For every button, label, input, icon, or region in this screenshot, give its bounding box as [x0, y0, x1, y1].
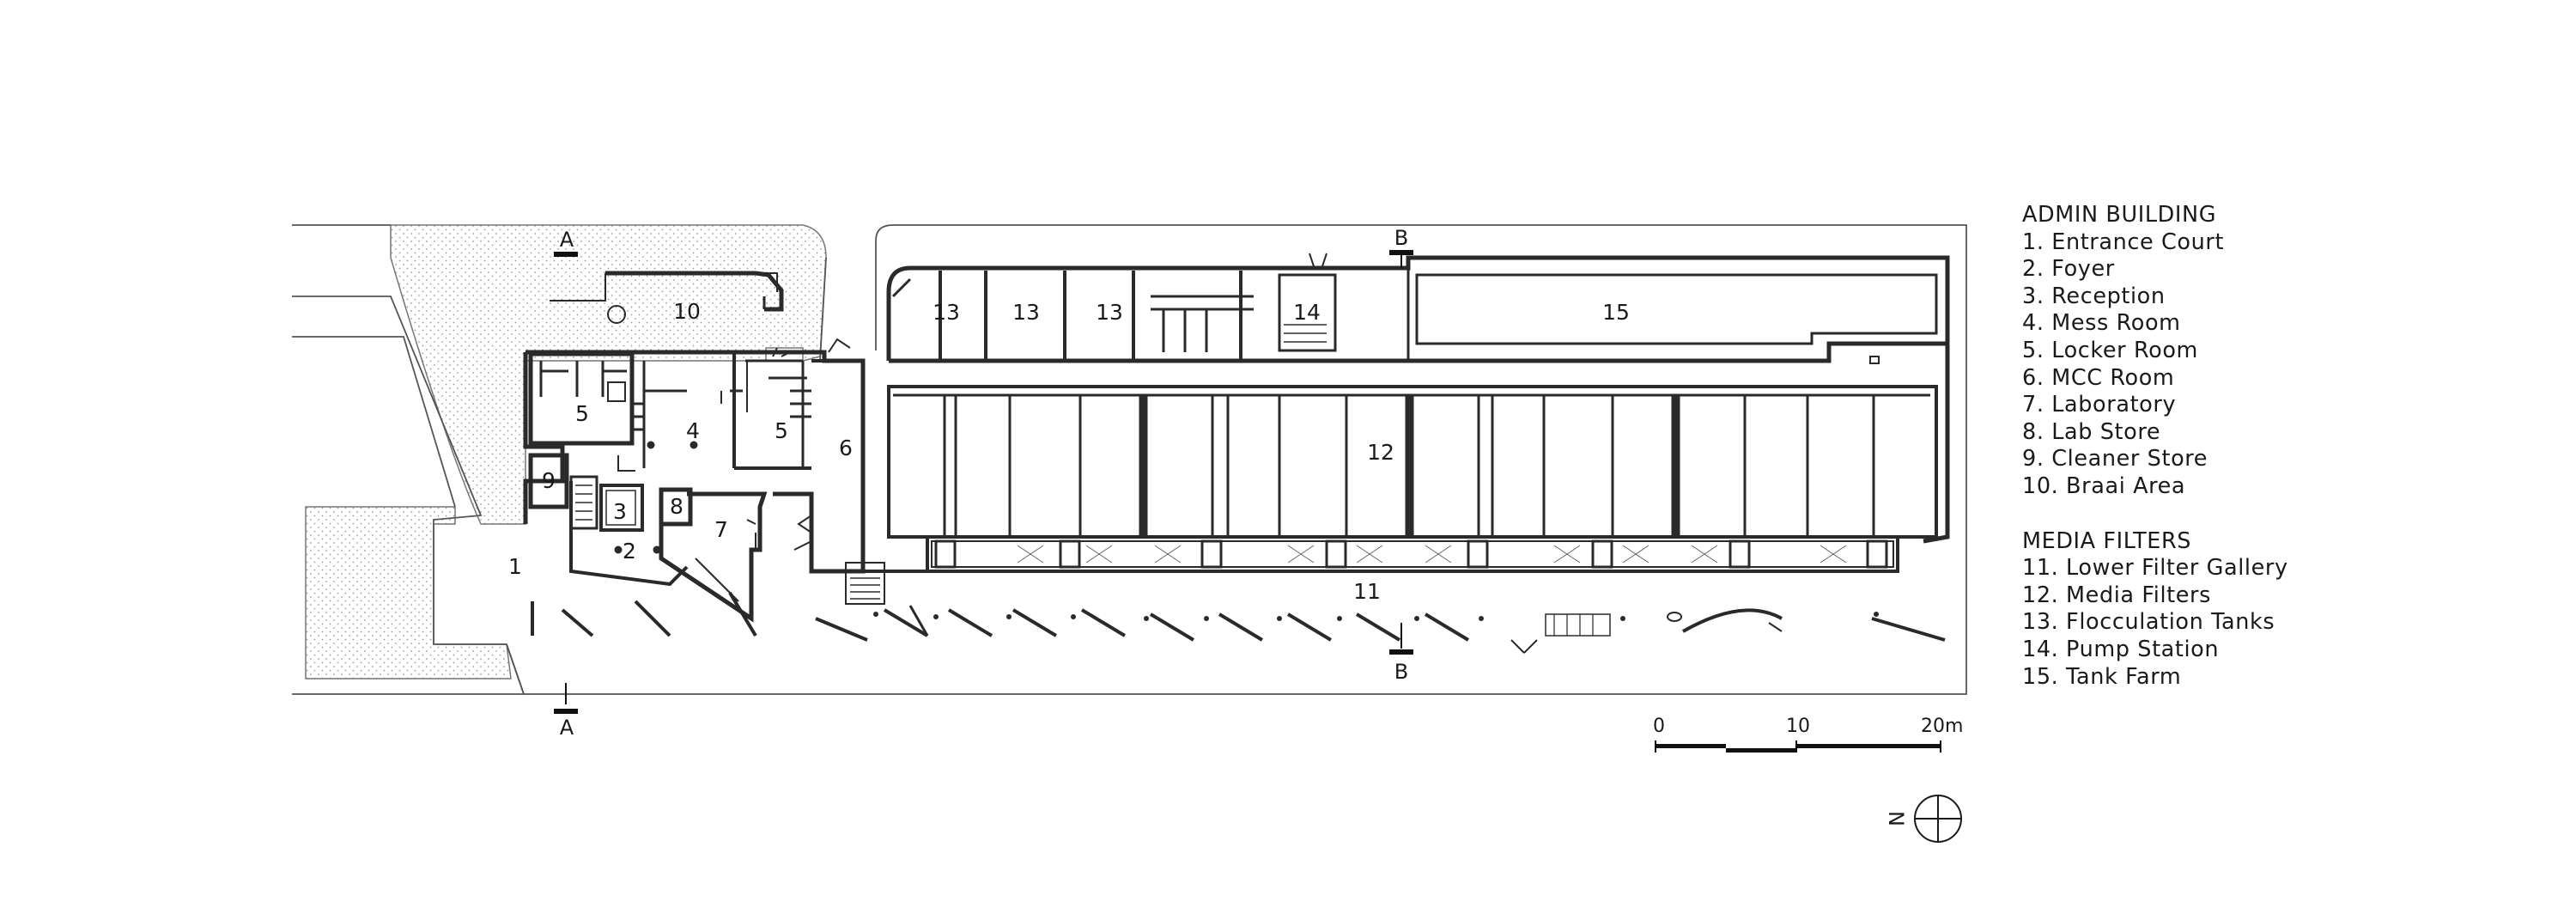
site-outline: [292, 224, 1967, 695]
legend-item: 6. MCC Room: [2022, 364, 2175, 391]
section-b-top-label: B: [1394, 226, 1408, 250]
room-label-13-a: 13: [933, 300, 960, 325]
legend: ADMIN BUILDING 1. Entrance Court 2. Foye…: [2022, 202, 2288, 691]
section-markers: A A B B: [554, 226, 1413, 740]
section-b-top-mark: [1389, 250, 1413, 255]
room-label-9: 9: [542, 468, 556, 493]
media-filters-building: [811, 253, 1950, 654]
legend-heading-admin: ADMIN BUILDING: [2022, 202, 2217, 228]
legend-spacer: [2022, 501, 2288, 528]
room-label-14: 14: [1293, 300, 1321, 325]
room-label-10: 10: [673, 299, 701, 324]
legend-item: 14. Pump Station: [2022, 636, 2220, 662]
legend-item: 7. Laboratory: [2022, 392, 2177, 418]
scale-bar: 0 10 20m: [1653, 716, 1963, 753]
admin-building: [523, 271, 866, 637]
legend-item: 10. Braai Area: [2022, 472, 2186, 499]
room-label-5-right: 5: [775, 418, 788, 443]
section-b-bottom-mark: [1389, 649, 1413, 655]
section-a-bottom-mark: [554, 709, 578, 714]
room-label-6: 6: [839, 436, 853, 460]
scale-tick-10: 10: [1786, 716, 1810, 737]
legend-media-list: 11. Lower Filter Gallery 12. Media Filte…: [2022, 555, 2288, 691]
room-label-5-left: 5: [575, 401, 589, 426]
room-label-13-c: 13: [1096, 300, 1123, 325]
room-label-1: 1: [508, 554, 522, 579]
legend-item: 11. Lower Filter Gallery: [2022, 555, 2288, 582]
legend-item: 5. Locker Room: [2022, 337, 2198, 363]
room-label-8: 8: [670, 494, 683, 519]
room-label-12: 12: [1367, 440, 1394, 465]
room-labels: 1 2 3 4 5 5 6 7 8 9 10 11 12 13 13 13 14…: [508, 299, 1630, 604]
room-label-13-b: 13: [1012, 300, 1040, 325]
legend-item: 9. Cleaner Store: [2022, 446, 2208, 472]
north-arrow-icon: N: [1884, 795, 1962, 843]
room-label-15: 15: [1602, 300, 1630, 325]
north-label: N: [1884, 811, 1908, 826]
legend-item: 3. Reception: [2022, 283, 2166, 309]
legend-item: 15. Tank Farm: [2022, 663, 2182, 690]
landscape-area-north: [390, 224, 827, 525]
room-label-11: 11: [1353, 579, 1381, 604]
room-label-4: 4: [686, 418, 700, 443]
room-label-7: 7: [714, 517, 728, 542]
legend-item: 1. Entrance Court: [2022, 229, 2225, 255]
section-a-top-label: A: [560, 228, 574, 252]
legend-item: 8. Lab Store: [2022, 418, 2161, 445]
section-a-top-mark: [554, 252, 578, 257]
legend-heading-media: MEDIA FILTERS: [2022, 527, 2192, 554]
scale-tick-0: 0: [1653, 716, 1665, 737]
room-label-2: 2: [623, 539, 636, 564]
scale-tick-20: 20m: [1921, 716, 1963, 737]
legend-item: 2. Foyer: [2022, 256, 2115, 283]
legend-item: 13. Flocculation Tanks: [2022, 609, 2275, 636]
legend-item: 12. Media Filters: [2022, 582, 2211, 608]
section-a-bottom-label: A: [560, 716, 574, 740]
landscape-area-south: [305, 506, 512, 679]
legend-item: 4. Mess Room: [2022, 310, 2181, 337]
room-label-3: 3: [613, 499, 627, 524]
section-b-bottom-label: B: [1394, 660, 1408, 684]
legend-admin-list: 1. Entrance Court 2. Foyer 3. Reception …: [2022, 229, 2288, 501]
